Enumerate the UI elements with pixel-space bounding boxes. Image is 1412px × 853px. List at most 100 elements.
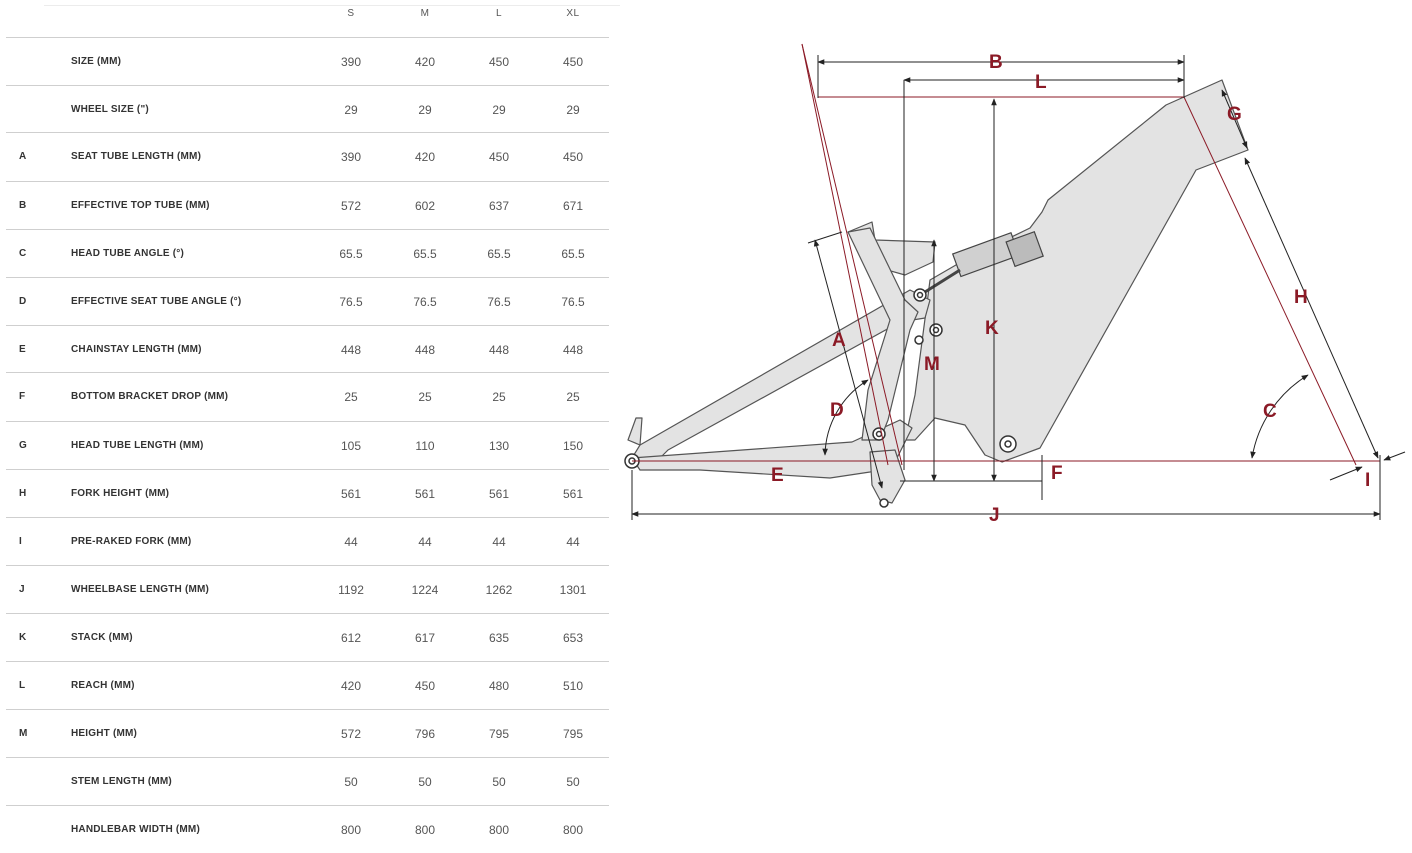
row-value-m: 796 xyxy=(414,727,436,741)
row-value-s: 29 xyxy=(344,103,358,117)
row-value-s: 572 xyxy=(340,199,362,213)
row-value-m: 800 xyxy=(414,823,436,837)
table-row: C HEAD TUBE ANGLE (°) 65.5 65.5 65.5 65.5 xyxy=(6,229,609,277)
row-value-s: 1192 xyxy=(338,583,364,597)
row-value-s: 44 xyxy=(344,535,358,549)
row-value-xl: 800 xyxy=(562,823,584,837)
row-label: CHAINSTAY LENGTH (MM) xyxy=(71,344,202,355)
row-label: HEAD TUBE ANGLE (°) xyxy=(71,248,184,259)
header-top-rule xyxy=(44,5,620,6)
row-label: HEAD TUBE LENGTH (MM) xyxy=(71,440,204,451)
dimension-labels: A B C D E F G H I J K L M xyxy=(771,52,1370,526)
label-c: C xyxy=(1263,401,1277,422)
row-value-xl: 448 xyxy=(562,343,584,357)
row-label: SEAT TUBE LENGTH (MM) xyxy=(71,151,202,162)
row-value-s: 561 xyxy=(340,487,362,501)
row-value-s: 50 xyxy=(344,775,358,789)
row-value-m: 602 xyxy=(414,199,436,213)
row-label: STEM LENGTH (MM) xyxy=(71,776,172,787)
bike-frame xyxy=(627,79,1249,504)
row-value-l: 25 xyxy=(492,390,506,404)
row-label: FORK HEIGHT (MM) xyxy=(71,488,170,499)
rear-shock xyxy=(924,230,1044,294)
row-code: J xyxy=(19,584,25,595)
label-j: J xyxy=(989,505,1000,526)
label-a: A xyxy=(832,330,846,351)
row-value-l: 450 xyxy=(488,150,510,164)
row-label: HEIGHT (MM) xyxy=(71,728,138,739)
row-value-s: 572 xyxy=(340,727,362,741)
size-header-l: L xyxy=(495,8,503,19)
row-value-xl: 76.5 xyxy=(561,295,585,309)
row-value-xl: 65.5 xyxy=(561,247,585,261)
label-k: K xyxy=(985,318,999,339)
label-h: H xyxy=(1294,287,1308,308)
row-value-s: 800 xyxy=(340,823,362,837)
row-code: H xyxy=(19,488,27,499)
row-label: PRE-RAKED FORK (MM) xyxy=(71,536,192,547)
size-header-xl: XL xyxy=(566,8,580,19)
row-value-xl: 150 xyxy=(562,439,584,453)
row-code: F xyxy=(19,391,26,402)
row-value-l: 76.5 xyxy=(487,295,511,309)
row-value-s: 612 xyxy=(340,631,362,645)
row-value-s: 65.5 xyxy=(339,247,363,261)
label-d: D xyxy=(830,400,844,421)
row-value-m: 1224 xyxy=(411,583,439,597)
row-code: I xyxy=(19,536,22,547)
row-value-xl: 653 xyxy=(562,631,584,645)
row-value-m: 420 xyxy=(414,150,436,164)
row-label: EFFECTIVE TOP TUBE (MM) xyxy=(71,200,210,211)
row-code: B xyxy=(19,200,27,211)
row-value-m: 50 xyxy=(418,775,432,789)
row-value-l: 65.5 xyxy=(487,247,511,261)
row-value-l: 448 xyxy=(488,343,510,357)
bottom-bracket-link xyxy=(869,449,906,504)
row-value-l: 635 xyxy=(488,631,510,645)
row-value-s: 105 xyxy=(340,439,362,453)
row-value-l: 1262 xyxy=(485,583,513,597)
row-code: M xyxy=(19,728,28,739)
row-label: REACH (MM) xyxy=(71,680,135,691)
row-label: BOTTOM BRACKET DROP (MM) xyxy=(71,391,229,402)
table-row: J WHEELBASE LENGTH (MM) 1192 1224 1262 1301 xyxy=(6,565,609,613)
row-value-l: 480 xyxy=(488,679,510,693)
row-value-s: 25 xyxy=(344,390,358,404)
label-m: M xyxy=(924,354,940,375)
row-value-l: 561 xyxy=(488,487,510,501)
label-g: G xyxy=(1227,104,1242,125)
row-value-xl: 1301 xyxy=(559,583,587,597)
label-f: F xyxy=(1051,463,1063,484)
label-b: B xyxy=(989,52,1003,73)
row-code: K xyxy=(19,632,27,643)
row-label: WHEEL SIZE (") xyxy=(71,104,149,115)
row-label: WHEELBASE LENGTH (MM) xyxy=(71,584,210,595)
row-value-l: 637 xyxy=(488,199,510,213)
dimension-lines xyxy=(631,55,1406,520)
row-value-m: 29 xyxy=(418,103,432,117)
row-value-xl: 44 xyxy=(566,535,580,549)
row-code: D xyxy=(19,296,27,307)
row-value-m: 65.5 xyxy=(413,247,437,261)
row-value-xl: 29 xyxy=(566,103,580,117)
size-header-s: S xyxy=(347,8,355,19)
row-code: C xyxy=(19,248,27,259)
row-value-m: 420 xyxy=(414,55,436,69)
row-value-xl: 561 xyxy=(562,487,584,501)
row-value-l: 800 xyxy=(488,823,510,837)
row-value-l: 50 xyxy=(492,775,506,789)
row-value-xl: 450 xyxy=(562,150,584,164)
size-header-m: M xyxy=(420,8,430,19)
